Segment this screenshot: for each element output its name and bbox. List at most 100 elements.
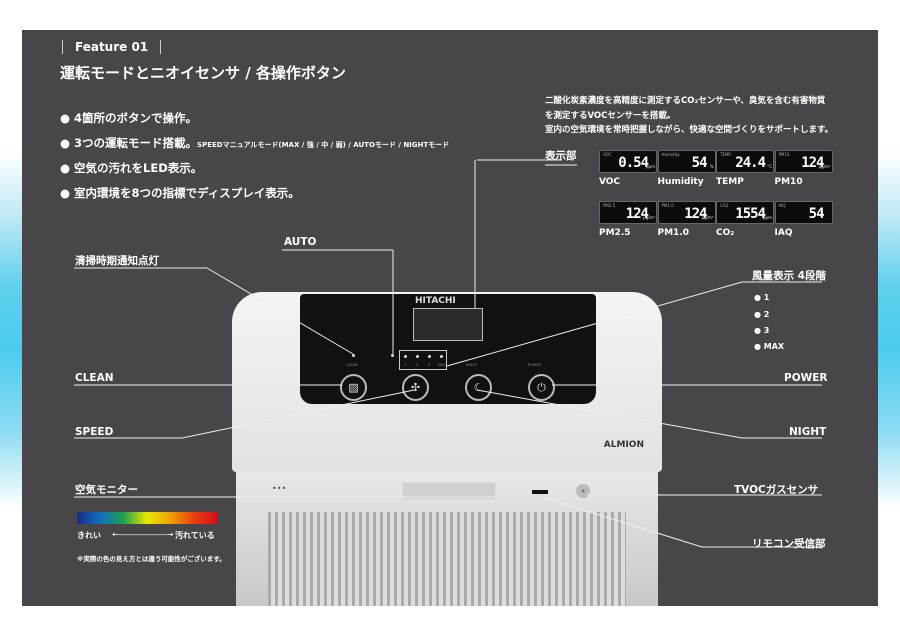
- display-name: PM10: [774, 177, 803, 187]
- purifier-body: •••: [236, 472, 658, 606]
- display-name: IAQ: [774, 228, 793, 238]
- display-screen: [413, 308, 483, 341]
- display-temp: TEMP 24.4°C: [716, 150, 774, 173]
- callout-night: NIGHT: [789, 426, 827, 438]
- display-name: PM2.5: [599, 228, 631, 238]
- display-name: TEMP: [716, 177, 744, 187]
- callout-auto: AUTO: [284, 236, 317, 248]
- display-name: VOC: [599, 177, 621, 187]
- callout-power: POWER: [784, 372, 828, 384]
- display-unit: μg/m³: [818, 164, 831, 169]
- desc-line: 室内の空気環境を常時把握しながら、快適な空間づくりをサポートします。: [545, 125, 834, 135]
- fan-icon: ✣: [410, 381, 421, 394]
- level-led: [428, 355, 431, 358]
- display-value: 124: [801, 155, 824, 171]
- callout-clean: CLEAN: [75, 372, 114, 384]
- product-logo: ALMION: [603, 440, 644, 450]
- note: ※実際の色の見え方とは違う可能性がございます。: [77, 555, 226, 563]
- display-key: CO2: [720, 203, 729, 208]
- feature-panel: Feature 01 運転モードとニオイセンサ / 各操作ボタン ● 4箇所のボ…: [22, 30, 878, 606]
- display-unit: °C: [767, 164, 772, 169]
- bullet-2: ● 3つの運転モード搭載。SPEEDマニュアルモード(MAX / 強 / 中 /…: [60, 135, 449, 151]
- clean-led: [352, 354, 355, 357]
- desc-line: を測定するVOCセンサーを搭載。: [545, 110, 676, 121]
- clean-button[interactable]: ▨: [340, 374, 367, 401]
- display-name: PM1.0: [657, 228, 690, 238]
- display-value: 1554: [735, 206, 766, 222]
- display-label: 表示部: [545, 150, 577, 162]
- level-led: [440, 355, 443, 358]
- level-label: 2: [416, 363, 419, 367]
- display-key: IAQ: [778, 203, 786, 208]
- description: 二酸化炭素濃度を高精度に測定するCO₂センサーや、臭気を含む有害物質 を測定する…: [545, 94, 833, 138]
- level-led: [416, 355, 419, 358]
- display-key: PM1.0: [661, 203, 674, 208]
- display-unit: %: [709, 164, 714, 169]
- display-value: 54: [808, 206, 825, 222]
- fan-level-1: ● 1: [754, 293, 770, 302]
- display-unit: ppm: [763, 215, 772, 220]
- desc-line: 二酸化炭素濃度を高精度に測定するCO₂センサーや、臭気を含む有害物質: [545, 96, 826, 106]
- bullet-note: SPEEDマニュアルモード(MAX / 強 / 中 / 弱) / AUTOモード…: [197, 141, 450, 149]
- auto-led: [391, 354, 394, 357]
- callout-air-monitor: 空気モニター: [75, 484, 138, 496]
- callout-tvoc: TVOCガスセンサ: [734, 484, 819, 496]
- speed-button[interactable]: ✣: [402, 374, 429, 401]
- leader-lines: [74, 159, 822, 548]
- remote-receiver: [532, 490, 548, 494]
- callout-speed: SPEED: [75, 426, 114, 438]
- clean-label: きれい: [77, 531, 101, 540]
- clean-label: CLEAN: [346, 363, 358, 367]
- power-label: POWER: [528, 363, 541, 367]
- night-label: NIGHT: [466, 363, 478, 367]
- bullet-4: ● 室内環境を8つの指標でディスプレイ表示。: [60, 186, 300, 200]
- moon-icon: ☾: [473, 381, 484, 394]
- page-title: 運転モードとニオイセンサ / 各操作ボタン: [60, 64, 346, 82]
- fan-level-max: ● MAX: [754, 342, 785, 351]
- power-icon: ⏻: [537, 380, 546, 394]
- display-value: 24.4: [735, 155, 766, 171]
- level-led: [404, 355, 407, 358]
- callout-remote: リモコン受信部: [752, 538, 826, 550]
- bullet-1: ● 4箇所のボタンで操作。: [60, 111, 198, 125]
- display-key: VOC: [603, 152, 612, 157]
- fan-level-3: ● 3: [754, 326, 770, 335]
- display-unit: ppm: [646, 164, 655, 169]
- display-key: PM10: [778, 152, 790, 157]
- display-name: CO₂: [716, 228, 735, 238]
- level-label: 3: [428, 363, 431, 367]
- display-unit: μg/m³: [701, 215, 714, 220]
- air-monitor-led: [402, 482, 496, 500]
- display-key: TEMP: [720, 152, 731, 157]
- bullet-3: ● 空気の汚れをLED表示。: [60, 161, 203, 175]
- bullet-text: ● 3つの運転モード搭載。: [60, 136, 198, 150]
- display-value: 124: [625, 206, 649, 222]
- display-key: PM2.5: [603, 203, 616, 208]
- brand-logo: HITACHI: [415, 296, 456, 306]
- dirty-label: 汚れている: [175, 531, 215, 540]
- display-value: 0.54: [618, 155, 649, 171]
- night-button[interactable]: ☾: [465, 374, 492, 401]
- callout-fan-level: 風量表示 4段階: [752, 270, 826, 282]
- level-label: 1: [404, 363, 407, 367]
- display-value: 124: [684, 206, 707, 222]
- display-key: Humidity: [661, 152, 680, 157]
- power-button[interactable]: ⏻: [528, 374, 555, 401]
- display-name: Humidity: [657, 177, 704, 187]
- display-iaq: IAQ 54: [774, 201, 833, 224]
- clean-icon: ▨: [348, 381, 359, 394]
- arrow: ←――――――→: [112, 530, 174, 539]
- callout-clean-notice: 清掃時期通知点灯: [75, 255, 159, 267]
- feature-tag: Feature 01: [62, 40, 162, 54]
- tvoc-sensor: [576, 484, 590, 498]
- vent-dots: •••: [272, 484, 287, 493]
- fan-level-2: ● 2: [754, 310, 770, 319]
- display-unit: μg/m³: [643, 215, 655, 220]
